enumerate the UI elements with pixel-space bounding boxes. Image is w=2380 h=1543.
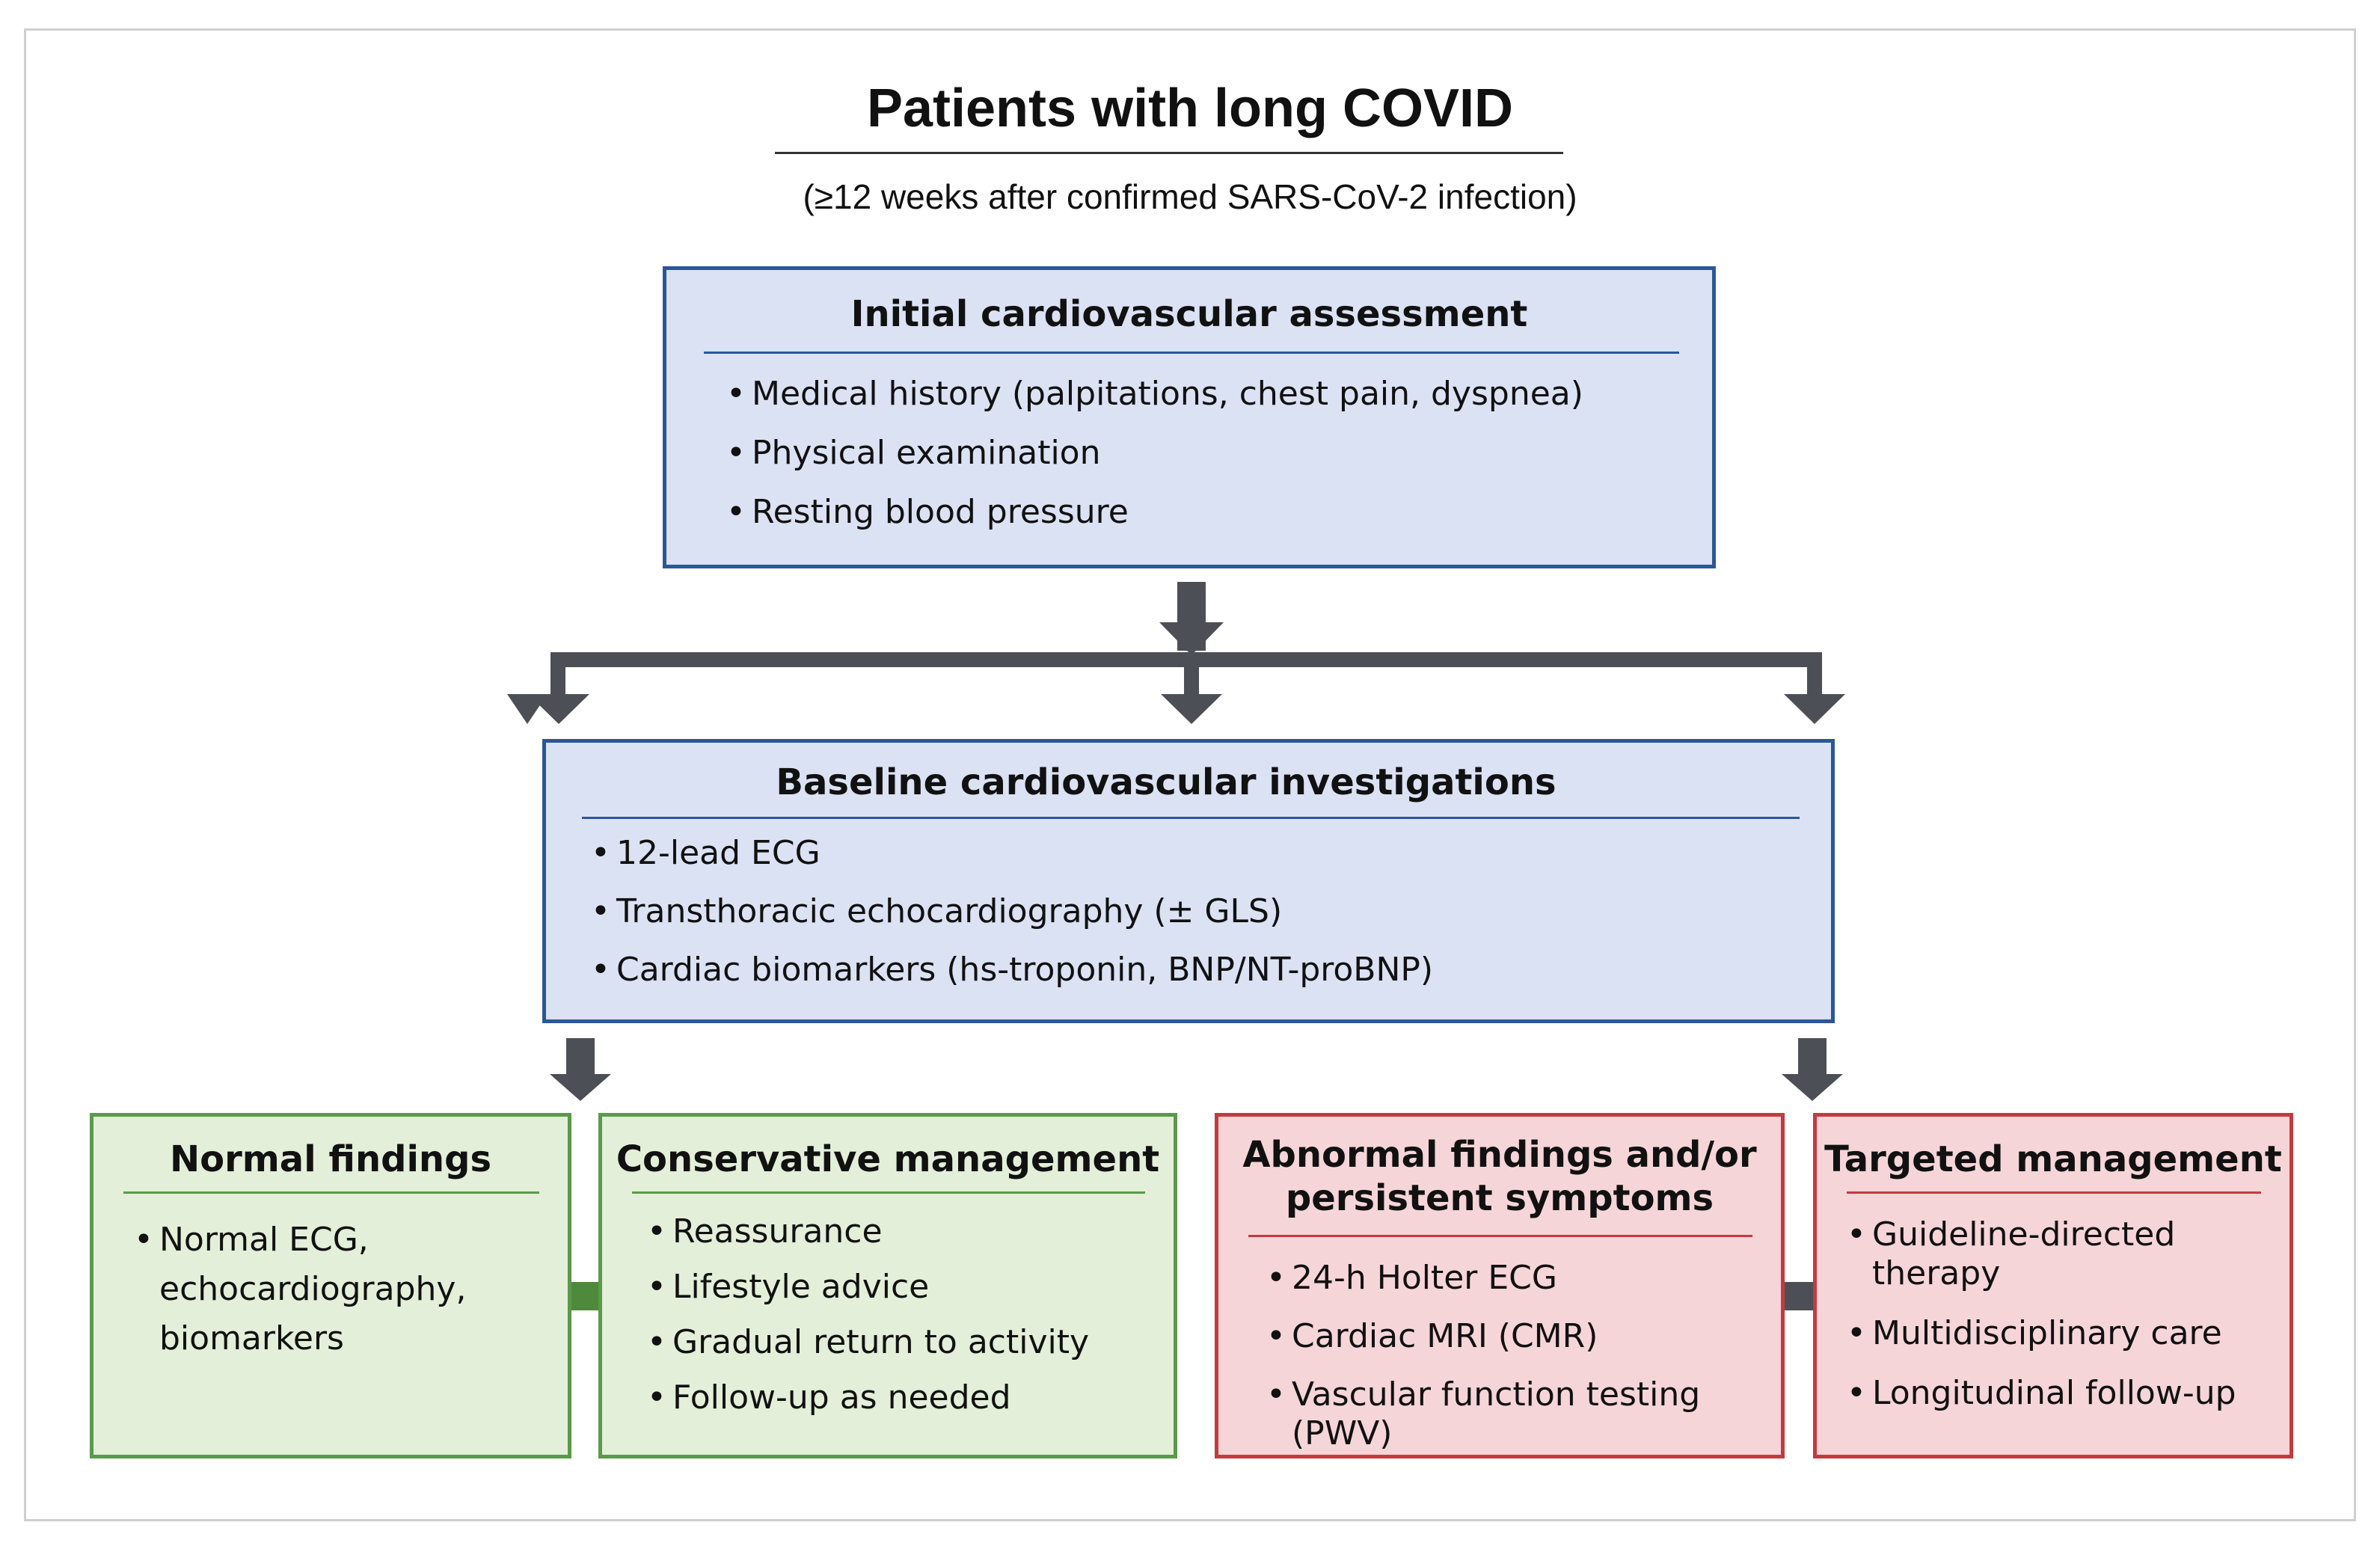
list-item: Physical examination — [726, 434, 1583, 473]
list-item: Follow-up as needed — [647, 1378, 1089, 1417]
list-item: Gradual return to activity — [647, 1323, 1089, 1362]
list-item: Reassurance — [647, 1212, 1089, 1251]
abnormal-findings-rule — [1248, 1235, 1752, 1237]
page-subtitle: (≥12 weeks after confirmed SARS-CoV-2 in… — [803, 177, 1577, 216]
title-underline — [775, 152, 1563, 154]
normal-findings-title: Normal findings — [169, 1138, 492, 1180]
baseline-right-arrow-head — [1782, 1074, 1843, 1101]
list-item: Longitudinal follow-up — [1847, 1374, 2289, 1413]
initial-assessment-box: Initial cardiovascular assessment Medica… — [663, 266, 1716, 568]
list-item: Guideline-directed therapy — [1847, 1215, 2289, 1293]
abnormal-findings-box: Abnormal findings and/or persistent symp… — [1215, 1113, 1785, 1458]
outer-frame — [24, 28, 2356, 1521]
normal-findings-rule — [123, 1191, 539, 1194]
list-item: Vascular function testing (PWV) — [1266, 1375, 1781, 1453]
initial-assessment-rule — [704, 352, 1679, 354]
list-item: Medical history (palpitations, chest pai… — [726, 375, 1583, 414]
list-item: Multidisciplinary care — [1847, 1314, 2289, 1353]
targeted-management-rule — [1847, 1191, 2261, 1194]
baseline-investigations-title: Baseline cardiovascular investigations — [776, 761, 1556, 803]
left-drop-connector — [550, 652, 565, 699]
baseline-investigations-list: 12-lead ECG Transthoracic echocardiograp… — [591, 834, 1433, 990]
center-drop-arrow-head — [1161, 694, 1222, 724]
abnormal-findings-list: 24-h Holter ECG Cardiac MRI (CMR) Vascul… — [1266, 1259, 1781, 1453]
normal-findings-list: Normal ECG, echocardiography, biomarkers — [134, 1215, 466, 1363]
list-item: Lifestyle advice — [647, 1268, 1089, 1307]
baseline-left-arrow-head — [550, 1074, 611, 1101]
right-drop-arrow-head — [1784, 694, 1845, 724]
initial-assessment-list: Medical history (palpitations, chest pai… — [726, 375, 1583, 532]
abnormal-findings-title: Abnormal findings and/or persistent symp… — [1242, 1134, 1757, 1219]
list-item: 24-h Holter ECG — [1266, 1259, 1781, 1298]
page-title: Patients with long COVID — [866, 79, 1514, 138]
baseline-investigations-box: Baseline cardiovascular investigations 1… — [542, 739, 1835, 1023]
abnormal-to-targeted-connector — [1785, 1282, 1815, 1310]
targeted-management-box: Targeted management Guideline-directed t… — [1813, 1113, 2293, 1458]
center-drop-connector — [1184, 652, 1199, 699]
conservative-management-rule — [632, 1191, 1145, 1194]
conservative-management-title: Conservative management — [616, 1138, 1160, 1180]
list-item: Resting blood pressure — [726, 493, 1583, 532]
list-item: Normal ECG, echocardiography, biomarkers — [134, 1215, 466, 1363]
targeted-management-list: Guideline-directed therapy Multidiscipli… — [1847, 1215, 2289, 1413]
targeted-management-title: Targeted management — [1824, 1138, 2282, 1180]
normal-to-conservative-connector — [570, 1282, 603, 1310]
right-drop-connector — [1807, 652, 1822, 699]
list-item: Cardiac MRI (CMR) — [1266, 1317, 1781, 1356]
list-item: Cardiac biomarkers (hs-troponin, BNP/NT-… — [591, 951, 1433, 990]
conservative-management-list: Reassurance Lifestyle advice Gradual ret… — [647, 1212, 1089, 1417]
trunk-arrow-head — [1159, 622, 1224, 655]
conservative-management-box: Conservative management Reassurance Life… — [598, 1113, 1177, 1458]
initial-assessment-title: Initial cardiovascular assessment — [850, 293, 1528, 335]
list-item: Transthoracic echocardiography (± GLS) — [591, 892, 1433, 931]
baseline-investigations-rule — [582, 817, 1800, 819]
baseline-left-connector — [566, 1038, 595, 1080]
list-item: 12-lead ECG — [591, 834, 1433, 873]
baseline-right-connector — [1798, 1038, 1827, 1080]
normal-findings-box: Normal findings Normal ECG, echocardiogr… — [90, 1113, 571, 1458]
